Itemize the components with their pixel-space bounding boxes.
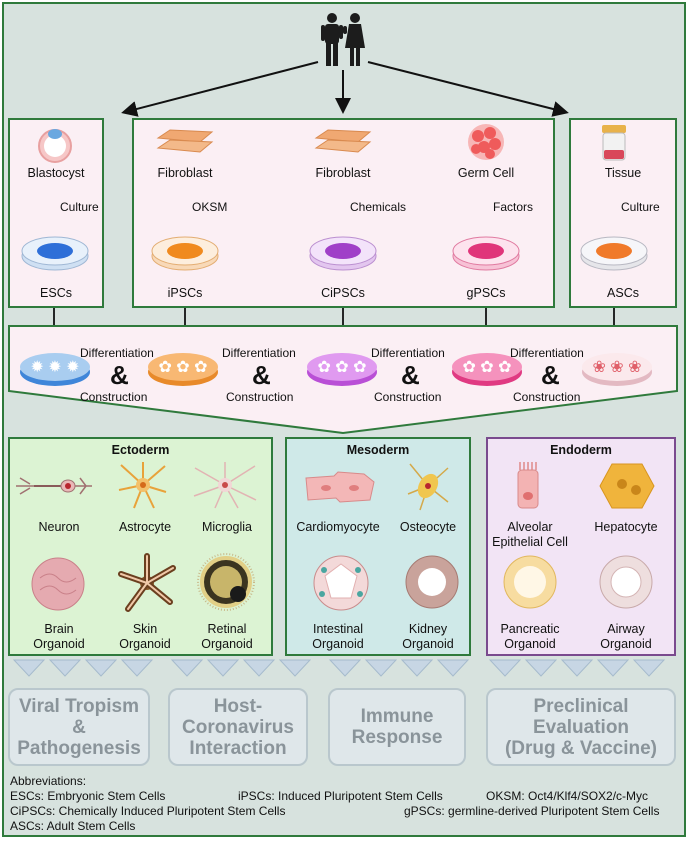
- svg-text:✹ ✹ ✹: ✹ ✹ ✹: [30, 359, 79, 376]
- svg-text:✿ ✿ ✿: ✿ ✿ ✿: [317, 359, 366, 376]
- cell-alveolar: Alveolar Epithelial Cell: [492, 520, 568, 549]
- stemcell-escs: ESCs: [40, 286, 72, 300]
- hepatocyte-icon: [599, 463, 655, 509]
- construction-label: Construction: [80, 390, 148, 404]
- cell-astrocyte: Astrocyte: [118, 520, 172, 534]
- outcome-immune-response: Immune Response: [328, 688, 466, 766]
- cell-cardiomyocyte: Cardiomyocyte: [296, 520, 380, 534]
- stemcell-ipscs: iPSCs: [167, 286, 203, 300]
- stemcell-gpscs: gPSCs: [466, 286, 506, 300]
- intestinal-organoid-icon: [313, 555, 369, 611]
- outcome-viral-tropism: Viral Tropism & Pathogenesis: [8, 688, 150, 766]
- method-culture-2: Culture: [621, 200, 660, 214]
- organoid-brain: Brain Organoid: [33, 622, 85, 651]
- pancreatic-organoid-icon: [503, 555, 557, 609]
- abbr-oksm: OKSM: Oct4/Klf4/SOX2/c-Myc: [486, 789, 649, 803]
- chevron-row: [12, 659, 666, 677]
- svg-text:✿ ✿ ✿: ✿ ✿ ✿: [158, 359, 207, 376]
- ectoderm-box: Ectoderm: [8, 437, 273, 656]
- stemcell-ascs: ASCs: [607, 286, 639, 300]
- organoid-dish-icon: ✿ ✿ ✿: [148, 353, 218, 386]
- abbr-gpscs: gPSCs: germline-derived Pluripotent Stem…: [404, 804, 660, 818]
- svg-text:✿ ✿ ✿: ✿ ✿ ✿: [462, 359, 511, 376]
- kidney-organoid-icon: [405, 555, 459, 609]
- construction-label: Construction: [374, 390, 442, 404]
- construction-label: Construction: [226, 390, 294, 404]
- abbr-ipscs: iPSCs: Induced Pluripotent Stem Cells: [238, 789, 443, 803]
- cell-hepatocyte: Hepatocyte: [594, 520, 658, 534]
- abbr-title: Abbreviations:: [10, 774, 87, 788]
- neuron-icon: [16, 477, 92, 495]
- differentiation-label: Differentiation: [222, 346, 296, 360]
- fibroblast-icon: [156, 129, 214, 153]
- ampersand: &: [110, 360, 129, 390]
- organoid-dish-icon: ❀ ❀ ❀: [582, 353, 652, 386]
- source-fibroblast-1: Fibroblast: [157, 166, 213, 180]
- construction-label: Construction: [513, 390, 581, 404]
- mesoderm-box: Mesoderm: [285, 437, 471, 656]
- organoid-intestinal: Intestinal Organoid: [312, 622, 364, 651]
- brain-organoid-icon: [31, 557, 85, 611]
- skin-organoid-icon: [118, 553, 176, 612]
- airway-organoid-icon: [599, 555, 653, 609]
- astrocyte-icon: [118, 462, 167, 509]
- alveolar-cell-icon: [517, 462, 539, 509]
- germ-cell-icon: [468, 124, 504, 160]
- organoid-airway: Airway Organoid: [600, 622, 652, 651]
- cell-osteocyte: Osteocyte: [399, 520, 457, 534]
- source-germ-cell: Germ Cell: [457, 166, 515, 180]
- cardiomyocyte-icon: [305, 471, 375, 503]
- organoid-retinal: Retinal Organoid: [201, 622, 253, 651]
- differentiation-label: Differentiation: [371, 346, 445, 360]
- method-culture-1: Culture: [60, 200, 99, 214]
- organoid-dish-icon: ✿ ✿ ✿: [307, 353, 377, 386]
- abbr-cipscs: CiPSCs: Chemically Induced Pluripotent S…: [10, 804, 286, 818]
- abbr-escs: ESCs: Embryonic Stem Cells: [10, 789, 166, 803]
- escs-box: [8, 118, 104, 308]
- people-icon: [321, 13, 365, 66]
- cell-microglia: Microglia: [201, 520, 252, 534]
- stemcell-cipscs: CiPSCs: [321, 286, 365, 300]
- source-blastocyst: Blastocyst: [27, 166, 85, 180]
- petri-dish-icon: [151, 236, 219, 271]
- fibroblast-icon: [314, 129, 372, 153]
- differentiation-label: Differentiation: [510, 346, 584, 360]
- ampersand: &: [252, 360, 271, 390]
- microglia-icon: [193, 462, 257, 509]
- method-oksm: OKSM: [192, 200, 228, 214]
- abbr-ascs: ASCs: Adult Stem Cells: [10, 819, 136, 833]
- method-factors: Factors: [493, 200, 534, 214]
- osteocyte-icon: [407, 463, 449, 511]
- petri-dish-icon: [580, 236, 648, 271]
- organoid-dish-icon: ✹ ✹ ✹: [20, 353, 90, 386]
- organoid-dish-icon: ✿ ✿ ✿: [452, 353, 522, 386]
- method-chemicals: Chemicals: [350, 200, 407, 214]
- svg-text:❀ ❀ ❀: ❀ ❀ ❀: [592, 359, 641, 376]
- ampersand: &: [401, 360, 420, 390]
- organoid-pancreatic: Pancreatic Organoid: [500, 622, 560, 651]
- outcome-host-coronavirus: Host- Coronavirus Interaction: [168, 688, 308, 766]
- source-fibroblast-2: Fibroblast: [315, 166, 371, 180]
- ectoderm-title: Ectoderm: [111, 443, 170, 457]
- cell-neuron: Neuron: [38, 520, 80, 534]
- ampersand: &: [541, 360, 560, 390]
- organoid-kidney: Kidney Organoid: [402, 622, 454, 651]
- differentiation-label: Differentiation: [80, 346, 154, 360]
- petri-dish-icon: [21, 236, 89, 271]
- petri-dish-icon: [452, 236, 520, 271]
- petri-dish-icon: [309, 236, 377, 271]
- mesoderm-title: Mesoderm: [346, 443, 410, 457]
- blastocyst-icon: [38, 129, 72, 163]
- retinal-organoid-icon: [197, 553, 255, 611]
- organoid-skin: Skin Organoid: [119, 622, 171, 651]
- outcome-preclinical: Preclinical Evaluation (Drug & Vaccine): [486, 688, 676, 766]
- endoderm-title: Endoderm: [550, 443, 612, 457]
- source-tissue: Tissue: [604, 166, 642, 180]
- tissue-tube-icon: [602, 125, 626, 161]
